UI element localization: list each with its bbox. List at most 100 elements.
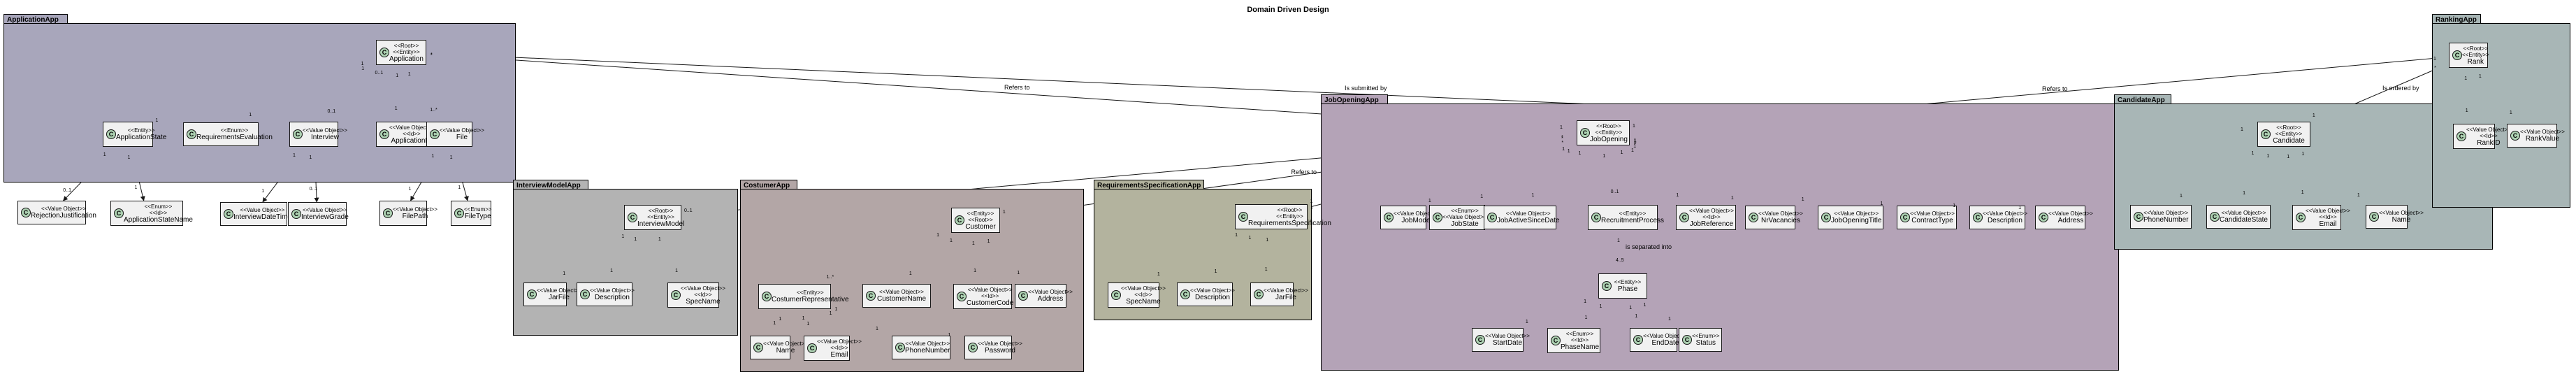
class-interviewmodel[interactable]: C<<Root>><<Entity>>InterviewModel [624,205,685,230]
class-stereotype: <<Value Object>> [2520,129,2565,135]
class-name: EndDate [1651,339,1679,347]
multiplicity-target: 1 [563,271,566,276]
class-im_specname[interactable]: C<<Value Object>><<Id>>SpecName [667,282,725,308]
class-filetype[interactable]: C<<Enum>>FileType [451,201,492,226]
class-name: Name [2392,216,2411,224]
class-name: ContractType [1911,217,1953,224]
class-status[interactable]: C<<Enum>>Status [1679,328,1722,352]
class-c-icon: C [527,289,537,299]
class-rs_description[interactable]: C<<Value Object>>Description [1177,282,1235,306]
class-recruitmentprocess[interactable]: C<<Entity>>RecruitmentProcess [1588,205,1664,230]
class-stereotype: <<Value Object>> [1485,333,1530,339]
class-candidatestate[interactable]: C<<Value Object>>CandidateState [2206,205,2271,229]
multiplicity-source: 1 [2266,154,2270,159]
class-stereotype: <<Value Object>> [2221,210,2266,216]
class-phase[interactable]: C<<Entity>>Phase [1598,273,1647,299]
class-im_description[interactable]: C<<Value Object>>Description [577,282,635,306]
class-jobmode[interactable]: C<<Value Object>>JobMode [1380,206,1438,229]
class-name: StartDate [1492,339,1523,347]
multiplicity-target: 1 [974,269,976,274]
class-stereotype: <<Value Object>> [1834,210,1879,217]
class-jobreference[interactable]: C<<Value Object>><<Id>>JobReference [1676,205,1736,230]
multiplicity-source: 1 [1584,299,1587,304]
class-nrvacancies[interactable]: C<<Value Object>>NrVacancies [1745,206,1803,229]
class-c-icon: C [2210,212,2220,222]
class-startdate[interactable]: C<<Value Object>>StartDate [1472,328,1530,352]
class-j_address[interactable]: C<<Value Object>>Address [2035,206,2093,229]
multiplicity-target: 0..1 [1610,189,1619,195]
class-stereotype: <<Value Object>> [393,206,437,213]
class-cr_name[interactable]: C<<Value Object>>Name [750,336,808,359]
class-cr_password[interactable]: C<<Value Object>>Password [964,336,1022,359]
class-filepath[interactable]: C<<Value Object>>FilePath [379,201,437,226]
class-name: ApplicationID [391,136,433,145]
class-interviewdatetime[interactable]: C<<Value Object>>InterviewDateTime [220,202,291,226]
class-phonenumber[interactable]: C<<Value Object>>PhoneNumber [2130,205,2192,229]
class-c-icon: C [224,209,233,219]
package-candidate-tab: CandidateApp [2114,94,2171,104]
class-interview[interactable]: C<<Value Object>>Interview [289,122,347,147]
class-j_description[interactable]: C<<Value Object>>Description [1969,206,2027,229]
class-c-icon: C [21,208,31,217]
class-phasename[interactable]: C<<Enum>><<Id>>PhaseName [1547,328,1600,353]
class-jobactivesincedate[interactable]: C<<Value Object>>JobActiveSinceDate [1484,206,1560,229]
multiplicity-target: 1 [458,185,461,191]
diagram-title: Domain Driven Design [1247,6,1329,14]
class-name: Email [2319,220,2337,228]
class-c-icon: C [866,291,876,301]
class-stereotype: <<Value Object>> [681,285,725,292]
multiplicity-source: 1 [1235,232,1238,238]
class-name: Password [985,347,1015,355]
class-requirementsevaluation[interactable]: C<<Enum>>RequirementsEvaluation [183,122,273,146]
class-rankid[interactable]: C<<Value Object>><<Id>>RankID [2453,124,2511,149]
class-im_jarfile[interactable]: C<<Value Object>>JarFile [523,282,581,306]
class-c_address[interactable]: C<<Value Object>>Address [1015,284,1073,308]
multiplicity-source: 1 [1633,138,1637,143]
class-customername[interactable]: C<<Value Object>>CustomerName [862,284,931,308]
class-stereotype: <<Id>> [149,209,168,216]
class-email[interactable]: C<<Value Object>><<Id>>Email [2292,205,2350,230]
class-ca_name[interactable]: C<<Value Object>>Name [2366,205,2424,229]
class-c-icon: C [1591,213,1601,222]
class-interviewgrade[interactable]: C<<Value Object>>InterviewGrade [288,202,349,226]
class-jobopeningtitle[interactable]: C<<Value Object>>JobOpeningTitle [1818,206,1883,229]
class-rs_jarfile[interactable]: C<<Value Object>>JarFile [1250,282,1308,306]
class-customercode[interactable]: C<<Value Object>><<Id>>CustomerCode [953,284,1013,309]
class-jobstate[interactable]: C<<Enum>><<Value Object>>JobState [1429,205,1487,230]
multiplicity-target: 1 [2018,205,2022,210]
class-costumerrepresentative[interactable]: C<<Entity>>CostumerRepresentative [758,284,849,309]
class-applicationstate[interactable]: C<<Entity>>ApplicationState [103,122,166,147]
class-rank[interactable]: C<<Root>><<Entity>>Rank [2449,43,2489,68]
class-applicationstatename[interactable]: C<<Enum>><<Id>>ApplicationStateName [110,201,193,226]
class-applicationid[interactable]: C<<Value Object>><<Id>>ApplicationID [376,122,434,147]
class-jobopening[interactable]: C<<Root>><<Entity>>JobOpening [1577,120,1630,145]
multiplicity-target: 1 [1531,193,1535,199]
multiplicity-target: 1 [2357,193,2360,199]
class-c-icon: C [2039,213,2048,222]
class-stereotype: <<Value Object>> [2048,210,2093,217]
class-file[interactable]: C<<Value Object>>File [426,122,484,147]
class-cr_email[interactable]: C<<Value Object>><<Id>>Email [804,336,862,361]
class-c-icon: C [291,209,301,219]
class-contracttype[interactable]: C<<Value Object>>ContractType [1897,206,1957,229]
multiplicity-source: 1 [361,61,364,66]
class-name: SpecName [686,297,721,306]
class-stereotype: <<Root>> [1596,122,1621,129]
class-name: InterviewModel [637,220,685,228]
multiplicity-source: 1 [834,307,838,313]
class-rs_specname[interactable]: C<<Value Object>><<Id>>SpecName [1108,282,1166,308]
class-stereotype: <<Id>> [694,291,712,298]
class-candidate[interactable]: C<<Root>><<Entity>>Candidate [2257,122,2310,147]
multiplicity-target: 0..1 [683,208,693,214]
class-customer[interactable]: C<<Entity>><<Root>>Customer [951,208,1000,233]
class-cr_phonenumber[interactable]: C<<Value Object>>PhoneNumber [892,336,950,359]
multiplicity-source: 0..1 [375,70,384,76]
multiplicity-target: 1 [610,269,613,274]
class-rankvalue[interactable]: C<<Value Object>>RankValue [2507,124,2565,148]
class-stereotype: <<Value Object>> [1121,285,1166,292]
class-enddate[interactable]: C<<Value Object>>EndDate [1630,328,1688,352]
class-requirementsspecification[interactable]: C<<Root>><<Entity>>RequirementsSpecifica… [1235,204,1331,229]
class-application[interactable]: C<<Root>><<Entity>>Application [376,40,426,65]
class-c-icon: C [807,343,817,353]
class-rejectionjustification[interactable]: C<<Value Object>>RejectionJustification [17,201,96,224]
